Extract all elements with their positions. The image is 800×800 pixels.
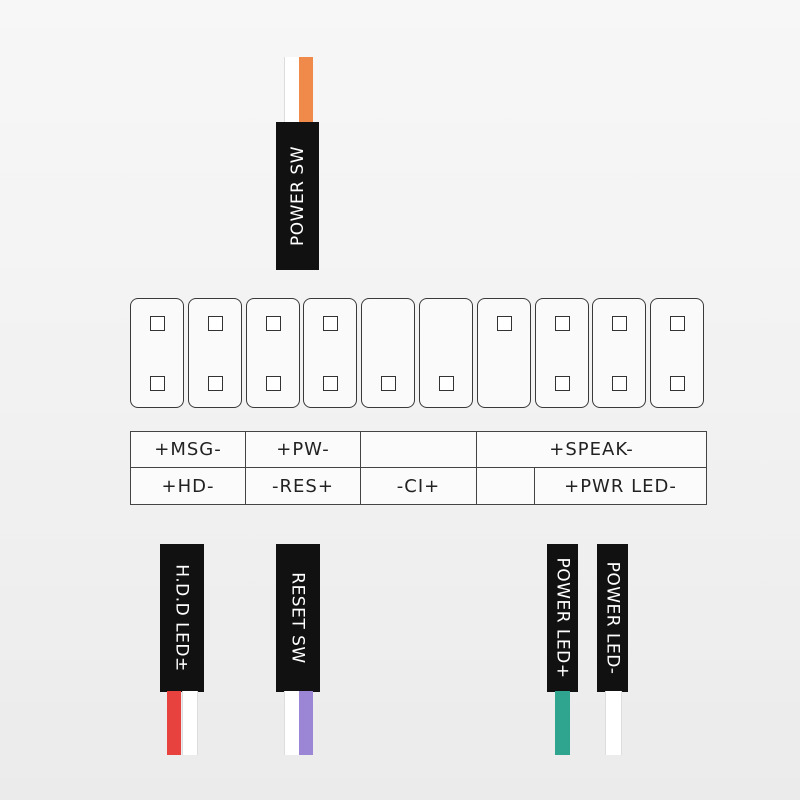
hdd-led-wire-white — [182, 691, 198, 755]
pin-column-7 — [476, 298, 531, 408]
label-blank-row2 — [476, 467, 535, 505]
label-msg: +MSG- — [130, 431, 246, 468]
power-sw-label: POWER SW — [287, 146, 308, 246]
reset-sw-wire-white — [284, 691, 300, 755]
pin-top-9 — [612, 316, 628, 331]
pin-column-3 — [245, 298, 300, 408]
pin-column-1 — [130, 298, 184, 408]
pin-column-9 — [592, 298, 647, 408]
label-pwr-led: +PWR LED- — [534, 467, 707, 505]
label-speak: +SPEAK- — [476, 431, 707, 468]
pin-bottom-2 — [207, 376, 223, 391]
pin-bottom-3 — [265, 376, 281, 391]
pin-column-10 — [650, 298, 705, 408]
power-sw-wire-orange — [299, 57, 313, 123]
hdd-led-label: H.D.D LED± — [172, 564, 192, 672]
power-sw-wire-white — [284, 57, 300, 123]
reset-sw-label: RESET SW — [288, 572, 309, 664]
pin-top-7 — [496, 316, 512, 331]
pin-bottom-6 — [439, 376, 454, 391]
pin-top-4 — [323, 316, 339, 331]
power-led-minus-wire-white — [605, 691, 622, 755]
power-led-plus-wire-teal — [555, 691, 570, 755]
hdd-led-wire-red — [167, 691, 181, 755]
power-led-plus-label: POWER LED+ — [552, 557, 573, 679]
pin-bottom-4 — [323, 376, 339, 391]
power-sw-connector: POWER SW — [276, 122, 319, 270]
pin-column-8 — [534, 298, 589, 408]
pin-top-3 — [265, 316, 281, 331]
pin-top-10 — [670, 316, 686, 331]
reset-sw-wire-purple — [299, 691, 313, 755]
pin-column-4 — [303, 298, 358, 408]
pin-column-2 — [187, 298, 242, 408]
power-led-plus-connector: POWER LED+ — [547, 544, 578, 692]
pin-top-1 — [150, 316, 165, 331]
pin-bottom-10 — [670, 376, 686, 391]
pin-bottom-8 — [554, 376, 570, 391]
pin-column-6 — [419, 298, 473, 408]
pin-bottom-9 — [612, 376, 628, 391]
label-ci: -CI+ — [360, 467, 477, 505]
reset-sw-connector: RESET SW — [276, 544, 320, 692]
pin-bottom-1 — [150, 376, 165, 391]
pin-top-8 — [554, 316, 570, 331]
pin-column-5 — [361, 298, 416, 408]
label-hd: +HD- — [130, 467, 246, 505]
label-res: -RES+ — [245, 467, 361, 505]
power-led-minus-label: POWER LED- — [602, 561, 623, 675]
hdd-led-connector: H.D.D LED± — [160, 544, 204, 692]
pin-bottom-5 — [381, 376, 397, 391]
label-pw: +PW- — [245, 431, 361, 468]
pin-top-2 — [207, 316, 223, 331]
label-blank-row1 — [360, 431, 477, 468]
power-led-minus-connector: POWER LED- — [597, 544, 628, 692]
